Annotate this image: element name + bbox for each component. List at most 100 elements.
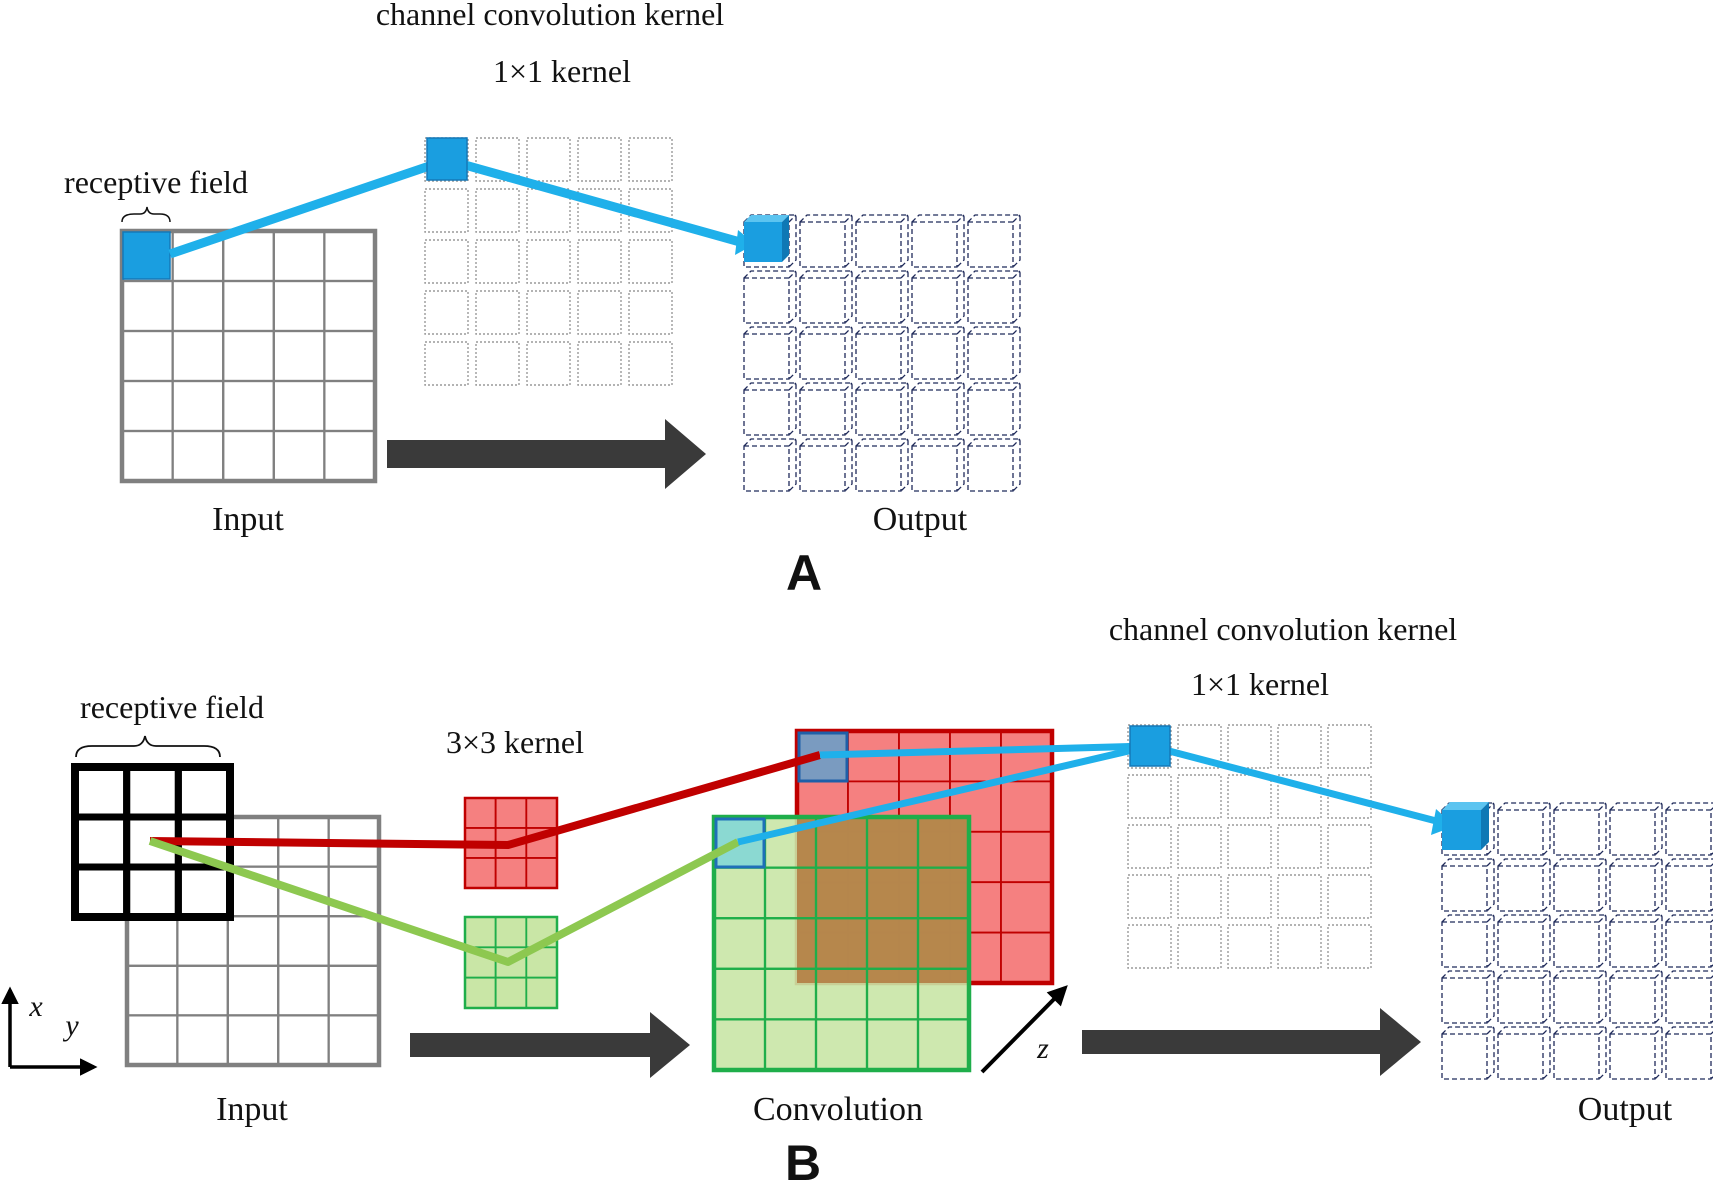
output-cube xyxy=(1609,970,1663,1024)
output-cube xyxy=(743,326,797,380)
red-map-cell xyxy=(1000,881,1053,934)
panel-b-receptive-field-window xyxy=(71,763,234,921)
green-kernel-cell-border xyxy=(463,915,559,1010)
panel-b-green-connector xyxy=(148,837,740,966)
output-cube xyxy=(1665,858,1713,912)
red-kernel-cell xyxy=(494,797,528,829)
red-kernel-cell xyxy=(464,857,497,889)
pointwise-kernel-cell xyxy=(1127,724,1172,769)
input-cell xyxy=(176,1014,229,1067)
panel-b-output-label: Output xyxy=(1578,1091,1673,1128)
output-cube xyxy=(1441,914,1495,968)
output-cube xyxy=(799,382,853,436)
receptive-field-cell xyxy=(71,863,131,921)
receptive-field-cell xyxy=(123,863,182,921)
pointwise-kernel-cell xyxy=(628,341,673,386)
output-cube xyxy=(1609,802,1663,856)
input-cell xyxy=(272,279,326,333)
panel-b-input-grid xyxy=(124,814,382,1068)
output-cube xyxy=(1553,858,1607,912)
pointwise-kernel-cell xyxy=(1327,724,1372,769)
input-cell xyxy=(327,915,381,967)
output-cube xyxy=(1497,970,1551,1024)
pointwise-kernel-cell xyxy=(1177,924,1222,969)
output-cube xyxy=(743,382,797,436)
pointwise-kernel-cell xyxy=(526,341,571,386)
input-cell-border xyxy=(124,814,382,1068)
pointwise-kernel-cell xyxy=(1277,874,1322,919)
input-cell xyxy=(171,329,225,383)
panel-a-letter: A xyxy=(786,545,822,601)
green-kernel-cell xyxy=(494,916,528,949)
output-cube xyxy=(855,270,909,324)
green-kernel-cell xyxy=(464,976,497,1009)
pointwise-kernel-cell xyxy=(1127,824,1172,869)
output-cube xyxy=(911,438,965,492)
red-kernel-cell xyxy=(525,857,558,889)
input-cell xyxy=(323,379,377,433)
output-cube xyxy=(1497,802,1551,856)
pointwise-kernel-cell xyxy=(475,188,520,233)
pointwise-kernel-cell xyxy=(628,137,673,182)
output-cube xyxy=(1497,1026,1551,1080)
input-cell xyxy=(323,329,377,383)
output-cube xyxy=(1609,1026,1663,1080)
pointwise-kernel-cell xyxy=(1127,874,1172,919)
output-cube xyxy=(1665,802,1713,856)
output-cube xyxy=(911,326,965,380)
panel-b-receptive-field-label: receptive field xyxy=(80,689,264,725)
output-cube xyxy=(1665,970,1713,1024)
pointwise-kernel-cell xyxy=(628,290,673,335)
input-cell xyxy=(277,964,330,1017)
input-cell xyxy=(323,429,377,483)
input-cell xyxy=(327,964,381,1017)
pointwise-kernel-cell xyxy=(1127,924,1172,969)
panel-b-blue-connector-top xyxy=(819,742,1151,759)
input-cell xyxy=(120,429,174,483)
pointwise-kernel-cell xyxy=(577,137,622,182)
output-cube xyxy=(967,382,1021,436)
receptive-field-cell xyxy=(71,813,131,871)
panel-b-kernel-size: 1×1 kernel xyxy=(1191,666,1329,702)
receptive-field-cell xyxy=(174,863,234,921)
output-cube xyxy=(1497,858,1551,912)
panel-a-pointwise-kernel-cell xyxy=(426,137,468,181)
input-cell xyxy=(272,329,326,383)
overlap-region xyxy=(797,817,969,983)
output-cube xyxy=(743,438,797,492)
pointwise-kernel-cell xyxy=(1177,874,1222,919)
pointwise-kernel-cell xyxy=(475,137,520,182)
panel-a-receptive-field-label: receptive field xyxy=(64,164,248,200)
pointwise-kernel-cell xyxy=(1127,774,1172,819)
output-cube xyxy=(1609,858,1663,912)
input-cell xyxy=(277,1014,330,1067)
input-cell xyxy=(226,964,280,1017)
pointwise-kernel-cell xyxy=(1277,924,1322,969)
pointwise-kernel-cell xyxy=(1277,724,1322,769)
input-cell xyxy=(125,1014,179,1067)
input-cell xyxy=(222,279,275,333)
input-cell xyxy=(171,279,225,333)
output-cube xyxy=(967,438,1021,492)
output-cube xyxy=(911,382,965,436)
input-cell xyxy=(125,865,179,918)
panel-a-output-grid xyxy=(743,214,1021,492)
input-cell xyxy=(277,915,330,967)
output-cube xyxy=(911,270,965,324)
output-cube xyxy=(911,214,965,268)
output-cube xyxy=(799,214,853,268)
panel-b-y-axis-label: y xyxy=(62,1009,79,1042)
pointwise-kernel-cell xyxy=(1177,774,1222,819)
pointwise-kernel-cell xyxy=(1177,824,1222,869)
pointwise-kernel-cell xyxy=(526,290,571,335)
panel-b-green-feature-map xyxy=(711,814,972,1073)
pointwise-kernel-cell xyxy=(475,290,520,335)
output-cube xyxy=(1553,1026,1607,1080)
panel-a-kernel-title: channel convolution kernel xyxy=(376,0,724,32)
pointwise-kernel-cell xyxy=(1227,724,1272,769)
output-cube xyxy=(1665,1026,1713,1080)
pointwise-kernel-cell xyxy=(424,239,469,284)
pointwise-kernel-cell xyxy=(424,341,469,386)
panel-a-input-label: Input xyxy=(212,501,284,538)
